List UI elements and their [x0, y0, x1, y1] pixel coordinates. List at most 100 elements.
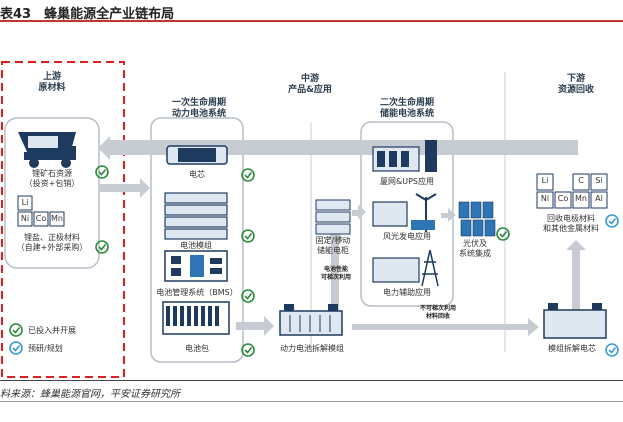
planned-check-icon: [608, 218, 617, 225]
pv-label-line2: 系统集成: [459, 249, 491, 258]
cell-label: 电芯: [189, 170, 205, 179]
check-icon: [244, 293, 253, 300]
mine-label-line1: 锂矿石资源: [32, 169, 72, 178]
planned-checks: [9, 214, 619, 357]
recycle-label: 回收电极材料 和其他金属材料: [530, 214, 612, 234]
pv-label-line1: 光伏及: [463, 239, 487, 248]
legend-done-label: 已投入并开展: [28, 326, 76, 335]
module-disassembly-label: 模组拆解电芯: [548, 344, 596, 353]
module-icon: [164, 192, 228, 240]
return-arrowhead: [98, 136, 110, 160]
pv-arrow: [441, 208, 456, 222]
first-life-header-line1: 一次生命周期: [171, 98, 226, 108]
element-co-down: Co: [557, 194, 569, 203]
legend-check-icon: [12, 327, 21, 334]
element-al: Al: [595, 194, 603, 203]
element-ni-down: Ni: [540, 194, 550, 203]
second-life-header: 二次生命周期 储能电池系统: [374, 98, 440, 120]
storage-cabinet-label-line1: 固定/移动: [315, 236, 351, 245]
second-life-header-line1: 二次生命周期: [379, 98, 434, 108]
check-icon: [241, 168, 255, 182]
reuse-arrow: [325, 230, 345, 310]
wind-label: 风光发电应用: [383, 232, 431, 241]
done-checks: [9, 165, 510, 357]
mine-label-line2: （投资+包销）: [24, 179, 80, 188]
pv-icon: [458, 201, 496, 237]
upstream-header-line2: 原材料: [38, 83, 66, 93]
legend-planned-label: 预研/规划: [28, 344, 63, 353]
mine-truck-icon: [18, 132, 76, 168]
downstream-header-line1: 下游: [566, 74, 585, 84]
downstream-elements: [536, 173, 608, 209]
element-si: Si: [595, 176, 603, 185]
midstream-header-line2: 产品&应用: [288, 85, 332, 95]
check-icon: [496, 227, 510, 241]
element-c: C: [578, 176, 584, 185]
element-mn-down: Mn: [575, 194, 587, 203]
check-icon: [244, 347, 253, 354]
bms-icon: [164, 250, 228, 282]
no-reuse-arrow-label: 不可梯次利用 材料回收: [410, 305, 466, 321]
check-icon: [241, 289, 255, 303]
module-label: 电池模组: [180, 241, 212, 250]
upstream-header-line1: 上游: [42, 72, 61, 82]
legend-check-icon: [9, 323, 23, 337]
wind-icon: [372, 193, 437, 232]
supply-arrow: [100, 178, 150, 198]
disassembly-icon: [279, 304, 343, 336]
cell-icon: [166, 145, 228, 165]
element-co: Co: [35, 214, 47, 223]
no-reuse-arrow-label-line2: 材料回收: [425, 313, 450, 320]
no-reuse-arrow-label-line1: 不可梯次利用: [419, 305, 456, 312]
page-title: 表43 蜂巢能源全产业链布局: [0, 7, 175, 22]
element-mn: Mn: [51, 214, 63, 223]
power-aux-label: 电力辅助应用: [383, 288, 431, 297]
check-icon: [241, 343, 255, 357]
check-icon: [241, 229, 255, 243]
materials-label-line2: （自建+外部采购）: [16, 243, 88, 252]
ups-icon: [372, 140, 437, 172]
materials-label-line1: 锂盐、正极材料: [24, 233, 80, 242]
check-icon: [244, 233, 253, 240]
element-li: Li: [21, 198, 29, 207]
upstream-header: 上游 原材料: [22, 72, 82, 94]
source-note: 料来源：蜂巢能源官网，平安证券研究所: [0, 389, 180, 400]
reuse-arrow-label-line1: 电池性能: [323, 266, 348, 273]
cabinet-arrow: [352, 204, 366, 220]
diagram-canvas: [1, 61, 619, 378]
reuse-arrow-label-line2: 可梯次利用: [320, 274, 351, 281]
recycle-label-line1: 回收电极材料: [547, 214, 595, 223]
downstream-header: 下游 资源回收: [541, 74, 611, 96]
recycle-up-arrow: [566, 240, 586, 310]
mine-label: 锂矿石资源 （投资+包销）: [10, 169, 94, 189]
pv-label: 光伏及 系统集成: [452, 239, 498, 259]
element-li-down: Li: [541, 176, 549, 185]
ups-label: 厦网&UPS应用: [380, 177, 434, 186]
check-icon: [95, 240, 109, 254]
element-ni: Ni: [20, 214, 30, 223]
midstream-header: 中游 产品&应用: [278, 74, 342, 96]
no-reuse-arrow: [352, 318, 539, 336]
check-icon: [95, 165, 109, 179]
power-aux-icon: [372, 249, 439, 287]
legend-planned-icon: [9, 341, 23, 355]
downstream-header-line2: 资源回收: [557, 85, 594, 95]
upstream-frame: [1, 61, 125, 378]
check-icon: [98, 169, 107, 176]
first-life-header-line2: 动力电池系统: [171, 109, 226, 119]
pack-icon: [162, 301, 230, 335]
source-rule: [0, 380, 623, 381]
diagram: 上游 原材料 中游 产品&应用 下游 资源回收 一次生命周期 动力电池系统 二次…: [0, 22, 623, 378]
module-disassembly-icon: [543, 303, 607, 339]
storage-cabinet-label: 固定/移动 储能电柜: [309, 236, 357, 256]
planned-check-icon: [605, 214, 619, 228]
materials-label: 锂盐、正极材料 （自建+外部采购）: [10, 233, 94, 253]
legend-planned-icon: [12, 345, 21, 352]
check-icon: [244, 172, 253, 179]
check-icon: [499, 231, 508, 238]
pack-label: 电池包: [185, 344, 209, 353]
bms-label: 电池管理系统（BMS）: [156, 288, 238, 297]
storage-cabinet-label-line2: 储能电柜: [317, 246, 349, 255]
second-life-header-line2: 储能电池系统: [379, 109, 434, 119]
planned-check-icon: [608, 347, 617, 354]
